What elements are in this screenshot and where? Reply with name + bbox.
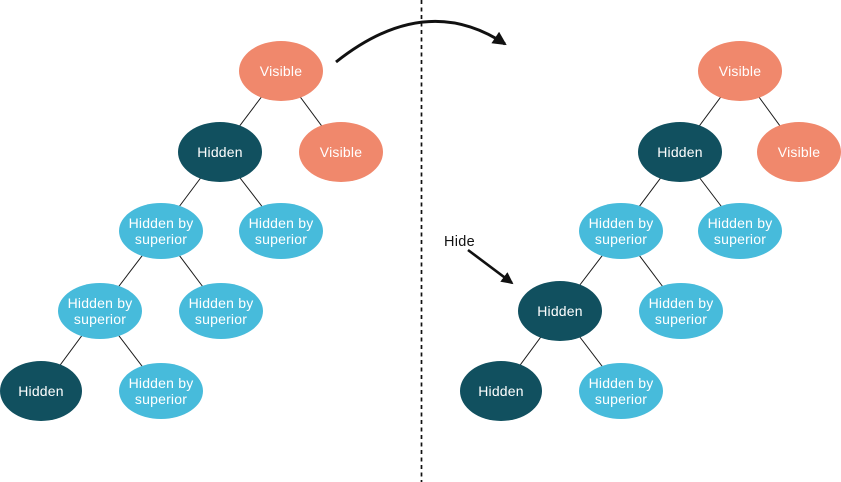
- node-label: Hidden by: [68, 295, 133, 311]
- node-ellipse-hidden-by-superior: [698, 203, 782, 259]
- node-label: superior: [135, 231, 187, 247]
- right-tree-node-2: Visible: [757, 122, 841, 182]
- node-label: superior: [655, 311, 707, 327]
- node-ellipse-hidden-by-superior: [119, 363, 203, 419]
- node-label: superior: [595, 391, 647, 407]
- node-ellipse-hidden: [460, 361, 542, 421]
- left-tree-node-1: Hidden: [178, 122, 262, 182]
- node-label: Visible: [320, 144, 362, 160]
- node-ellipse-hidden-by-superior: [179, 283, 263, 339]
- node-label: superior: [595, 231, 647, 247]
- node-label: Hidden by: [649, 295, 714, 311]
- right-tree-node-4: Hidden by superior: [698, 203, 782, 259]
- right-tree-node-3: Hidden by superior: [579, 203, 663, 259]
- left-tree: Visible Hidden Visible Hidden by superio…: [0, 41, 383, 421]
- node-label: Hidden by: [589, 375, 654, 391]
- left-tree-node-5: Hidden by superior: [58, 283, 142, 339]
- right-tree-node-8: Hidden by superior: [579, 363, 663, 419]
- node-label: Hidden by: [708, 215, 773, 231]
- left-tree-node-8: Hidden by superior: [119, 363, 203, 419]
- node-label: superior: [255, 231, 307, 247]
- node-label: Visible: [719, 63, 761, 79]
- node-ellipse-hidden-by-superior: [119, 203, 203, 259]
- node-label: Hidden: [478, 383, 524, 399]
- left-tree-node-3: Hidden by superior: [119, 203, 203, 259]
- node-label: superior: [74, 311, 126, 327]
- right-tree: Visible Hidden Visible Hidden by superio…: [460, 41, 841, 421]
- right-tree-node-5: Hidden: [518, 281, 602, 341]
- left-tree-node-2: Visible: [299, 122, 383, 182]
- node-label: Hidden: [537, 303, 583, 319]
- transition-arrow-icon: [335, 19, 507, 64]
- node-ellipse-hidden: [518, 281, 602, 341]
- node-label: Hidden: [18, 383, 64, 399]
- node-label: Hidden by: [129, 375, 194, 391]
- node-label: Hidden by: [249, 215, 314, 231]
- node-ellipse-hidden: [178, 122, 262, 182]
- right-tree-node-6: Hidden by superior: [639, 283, 723, 339]
- node-ellipse-hidden: [0, 361, 82, 421]
- node-ellipse-hidden-by-superior: [639, 283, 723, 339]
- left-tree-node-6: Hidden by superior: [179, 283, 263, 339]
- node-ellipse-visible: [757, 122, 841, 182]
- left-tree-node-0: Visible: [239, 41, 323, 101]
- node-ellipse-visible: [239, 41, 323, 101]
- node-label: Hidden: [657, 144, 703, 160]
- node-ellipse-visible: [698, 41, 782, 101]
- node-label: superior: [195, 311, 247, 327]
- node-label: Hidden by: [589, 215, 654, 231]
- hide-arrow-icon: [467, 248, 514, 285]
- node-label: superior: [135, 391, 187, 407]
- node-label: Hidden by: [129, 215, 194, 231]
- hide-label: Hide: [444, 234, 475, 250]
- node-ellipse-hidden-by-superior: [58, 283, 142, 339]
- node-ellipse-hidden-by-superior: [579, 203, 663, 259]
- node-ellipse-hidden-by-superior: [239, 203, 323, 259]
- node-label: superior: [714, 231, 766, 247]
- right-tree-node-7: Hidden: [460, 361, 542, 421]
- node-label: Visible: [778, 144, 820, 160]
- node-ellipse-hidden-by-superior: [579, 363, 663, 419]
- node-label: Hidden by: [189, 295, 254, 311]
- node-label: Hidden: [197, 144, 243, 160]
- left-tree-node-4: Hidden by superior: [239, 203, 323, 259]
- node-label: Visible: [260, 63, 302, 79]
- node-ellipse-hidden: [638, 122, 722, 182]
- node-ellipse-visible: [299, 122, 383, 182]
- right-tree-node-1: Hidden: [638, 122, 722, 182]
- left-tree-node-7: Hidden: [0, 361, 82, 421]
- right-tree-node-0: Visible: [698, 41, 782, 101]
